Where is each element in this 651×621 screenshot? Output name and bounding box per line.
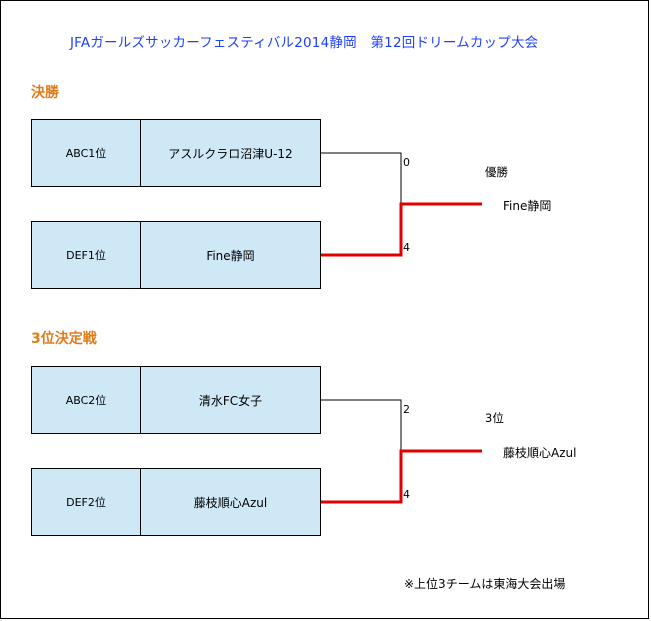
page-title: JFAガールズサッカーフェスティバル2014静岡 第12回ドリームカップ大会 bbox=[70, 35, 539, 51]
third-place-heading: 3位決定戦 bbox=[31, 331, 97, 347]
third-team-2-box: DEF2位 藤枝順心Azul bbox=[31, 468, 321, 536]
champion-label: 優勝 bbox=[485, 165, 508, 179]
third-team-2-seed: DEF2位 bbox=[32, 469, 141, 535]
third-place-team: 藤枝順心Azul bbox=[503, 446, 577, 460]
final-team-1-box: ABC1位 アスルクラロ沼津U-12 bbox=[31, 119, 321, 187]
third-team-2-name: 藤枝順心Azul bbox=[193, 495, 268, 510]
third-score-2: 4 bbox=[403, 488, 410, 501]
final-score-1: 0 bbox=[403, 156, 410, 169]
final-team-2-box: DEF1位 Fine静岡 bbox=[31, 221, 321, 289]
third-place-label: 3位 bbox=[485, 411, 504, 425]
third-score-1: 2 bbox=[403, 403, 410, 416]
final-team-1-name: アスルクラロ沼津U-12 bbox=[168, 146, 293, 161]
third-team-1-box: ABC2位 清水FC女子 bbox=[31, 366, 321, 434]
qualification-note: ※上位3チームは東海大会出場 bbox=[404, 577, 566, 591]
final-team-2-name: Fine静岡 bbox=[206, 248, 255, 263]
final-winner-line bbox=[321, 202, 482, 257]
third-team-1-seed: ABC2位 bbox=[32, 367, 141, 433]
final-heading: 決勝 bbox=[31, 85, 59, 101]
final-team-2-seed: DEF1位 bbox=[32, 222, 141, 288]
third-winner-line bbox=[321, 449, 482, 504]
third-team-1-name: 清水FC女子 bbox=[198, 393, 263, 408]
final-team-1-seed: ABC1位 bbox=[32, 120, 141, 186]
final-score-2: 4 bbox=[403, 241, 410, 254]
champion-team: Fine静岡 bbox=[503, 199, 552, 213]
third-loser-line bbox=[321, 399, 402, 451]
final-loser-line bbox=[321, 152, 402, 204]
